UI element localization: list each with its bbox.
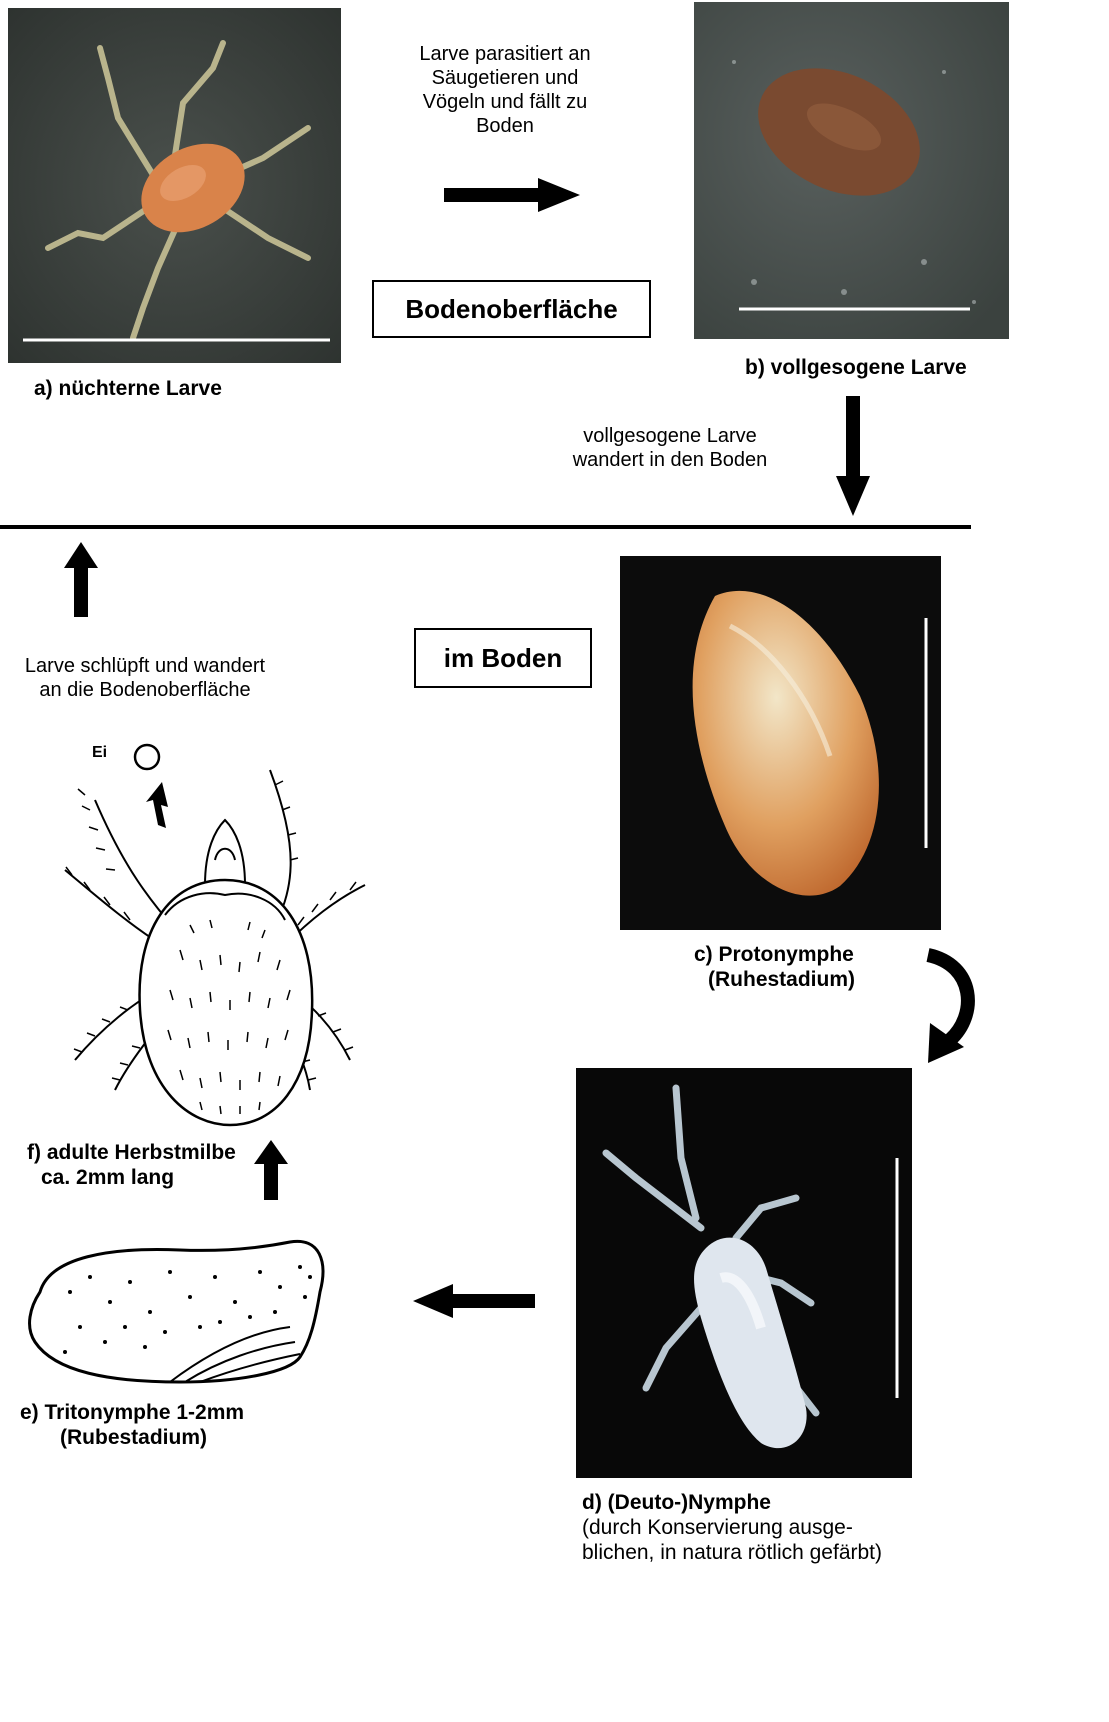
note-line: Boden [370,114,640,138]
note-larva-hatches: Larve schlüpft und wandert an die Bodeno… [0,654,290,702]
photo-deutonymph [576,1068,912,1478]
caption-line: f) adulte Herbstmilbe [27,1140,236,1165]
egg-label: Ei [92,744,107,762]
note-line: Larve parasitiert an [370,42,640,66]
label-box-soil-text: im Boden [444,643,562,674]
label-box-surface-text: Bodenoberfläche [405,294,617,325]
ground-surface-line [0,525,971,529]
note-line: Vögeln und fällt zu [370,90,640,114]
note-larva-parasitizes: Larve parasitiert an Säugetieren und Vög… [370,42,640,138]
note-line: wandert in den Boden [555,448,785,472]
note-line: Larve schlüpft und wandert [0,654,290,678]
note-line: vollgesogene Larve [555,424,785,448]
photo-engorged-larva [694,2,1009,339]
caption-line: e) Tritonymphe 1-2mm [20,1400,244,1425]
caption-b: b) vollgesogene Larve [745,355,967,380]
caption-e: e) Tritonymphe 1-2mm (Rubestadium) [20,1400,244,1450]
label-box-surface: Bodenoberfläche [372,280,651,338]
caption-d: d) (Deuto-)Nymphe (durch Konservierung a… [582,1490,882,1565]
note-line: Säugetieren und [370,66,640,90]
caption-f: f) adulte Herbstmilbe ca. 2mm lang [27,1140,236,1190]
photo-protonymph [620,556,941,930]
caption-line: (Ruhestadium) [694,967,855,992]
caption-line: c) Protonymphe [694,942,855,967]
caption-a: a) nüchterne Larve [34,376,222,401]
caption-c: c) Protonymphe (Ruhestadium) [694,942,855,992]
caption-line: blichen, in natura rötlich gefärbt) [582,1540,882,1565]
caption-line: (Rubestadium) [20,1425,244,1450]
caption-line: d) (Deuto-)Nymphe [582,1490,882,1515]
note-larva-migrates: vollgesogene Larve wandert in den Boden [555,424,785,472]
arrow-up-icon [64,542,98,617]
curved-arrow-icon [920,945,980,1070]
caption-line: ca. 2mm lang [27,1165,236,1190]
drawing-tritonymph [20,1232,330,1390]
arrow-up-icon [254,1140,288,1200]
caption-line: (durch Konservierung ausge- [582,1515,882,1540]
photo-unfed-larva [8,8,341,363]
note-line: an die Bodenoberfläche [0,678,290,702]
label-box-soil: im Boden [414,628,592,688]
drawing-adult-mite [50,730,380,1130]
arrow-left-icon [413,1284,535,1318]
arrow-right-icon [444,178,580,212]
arrow-down-icon [836,396,870,516]
